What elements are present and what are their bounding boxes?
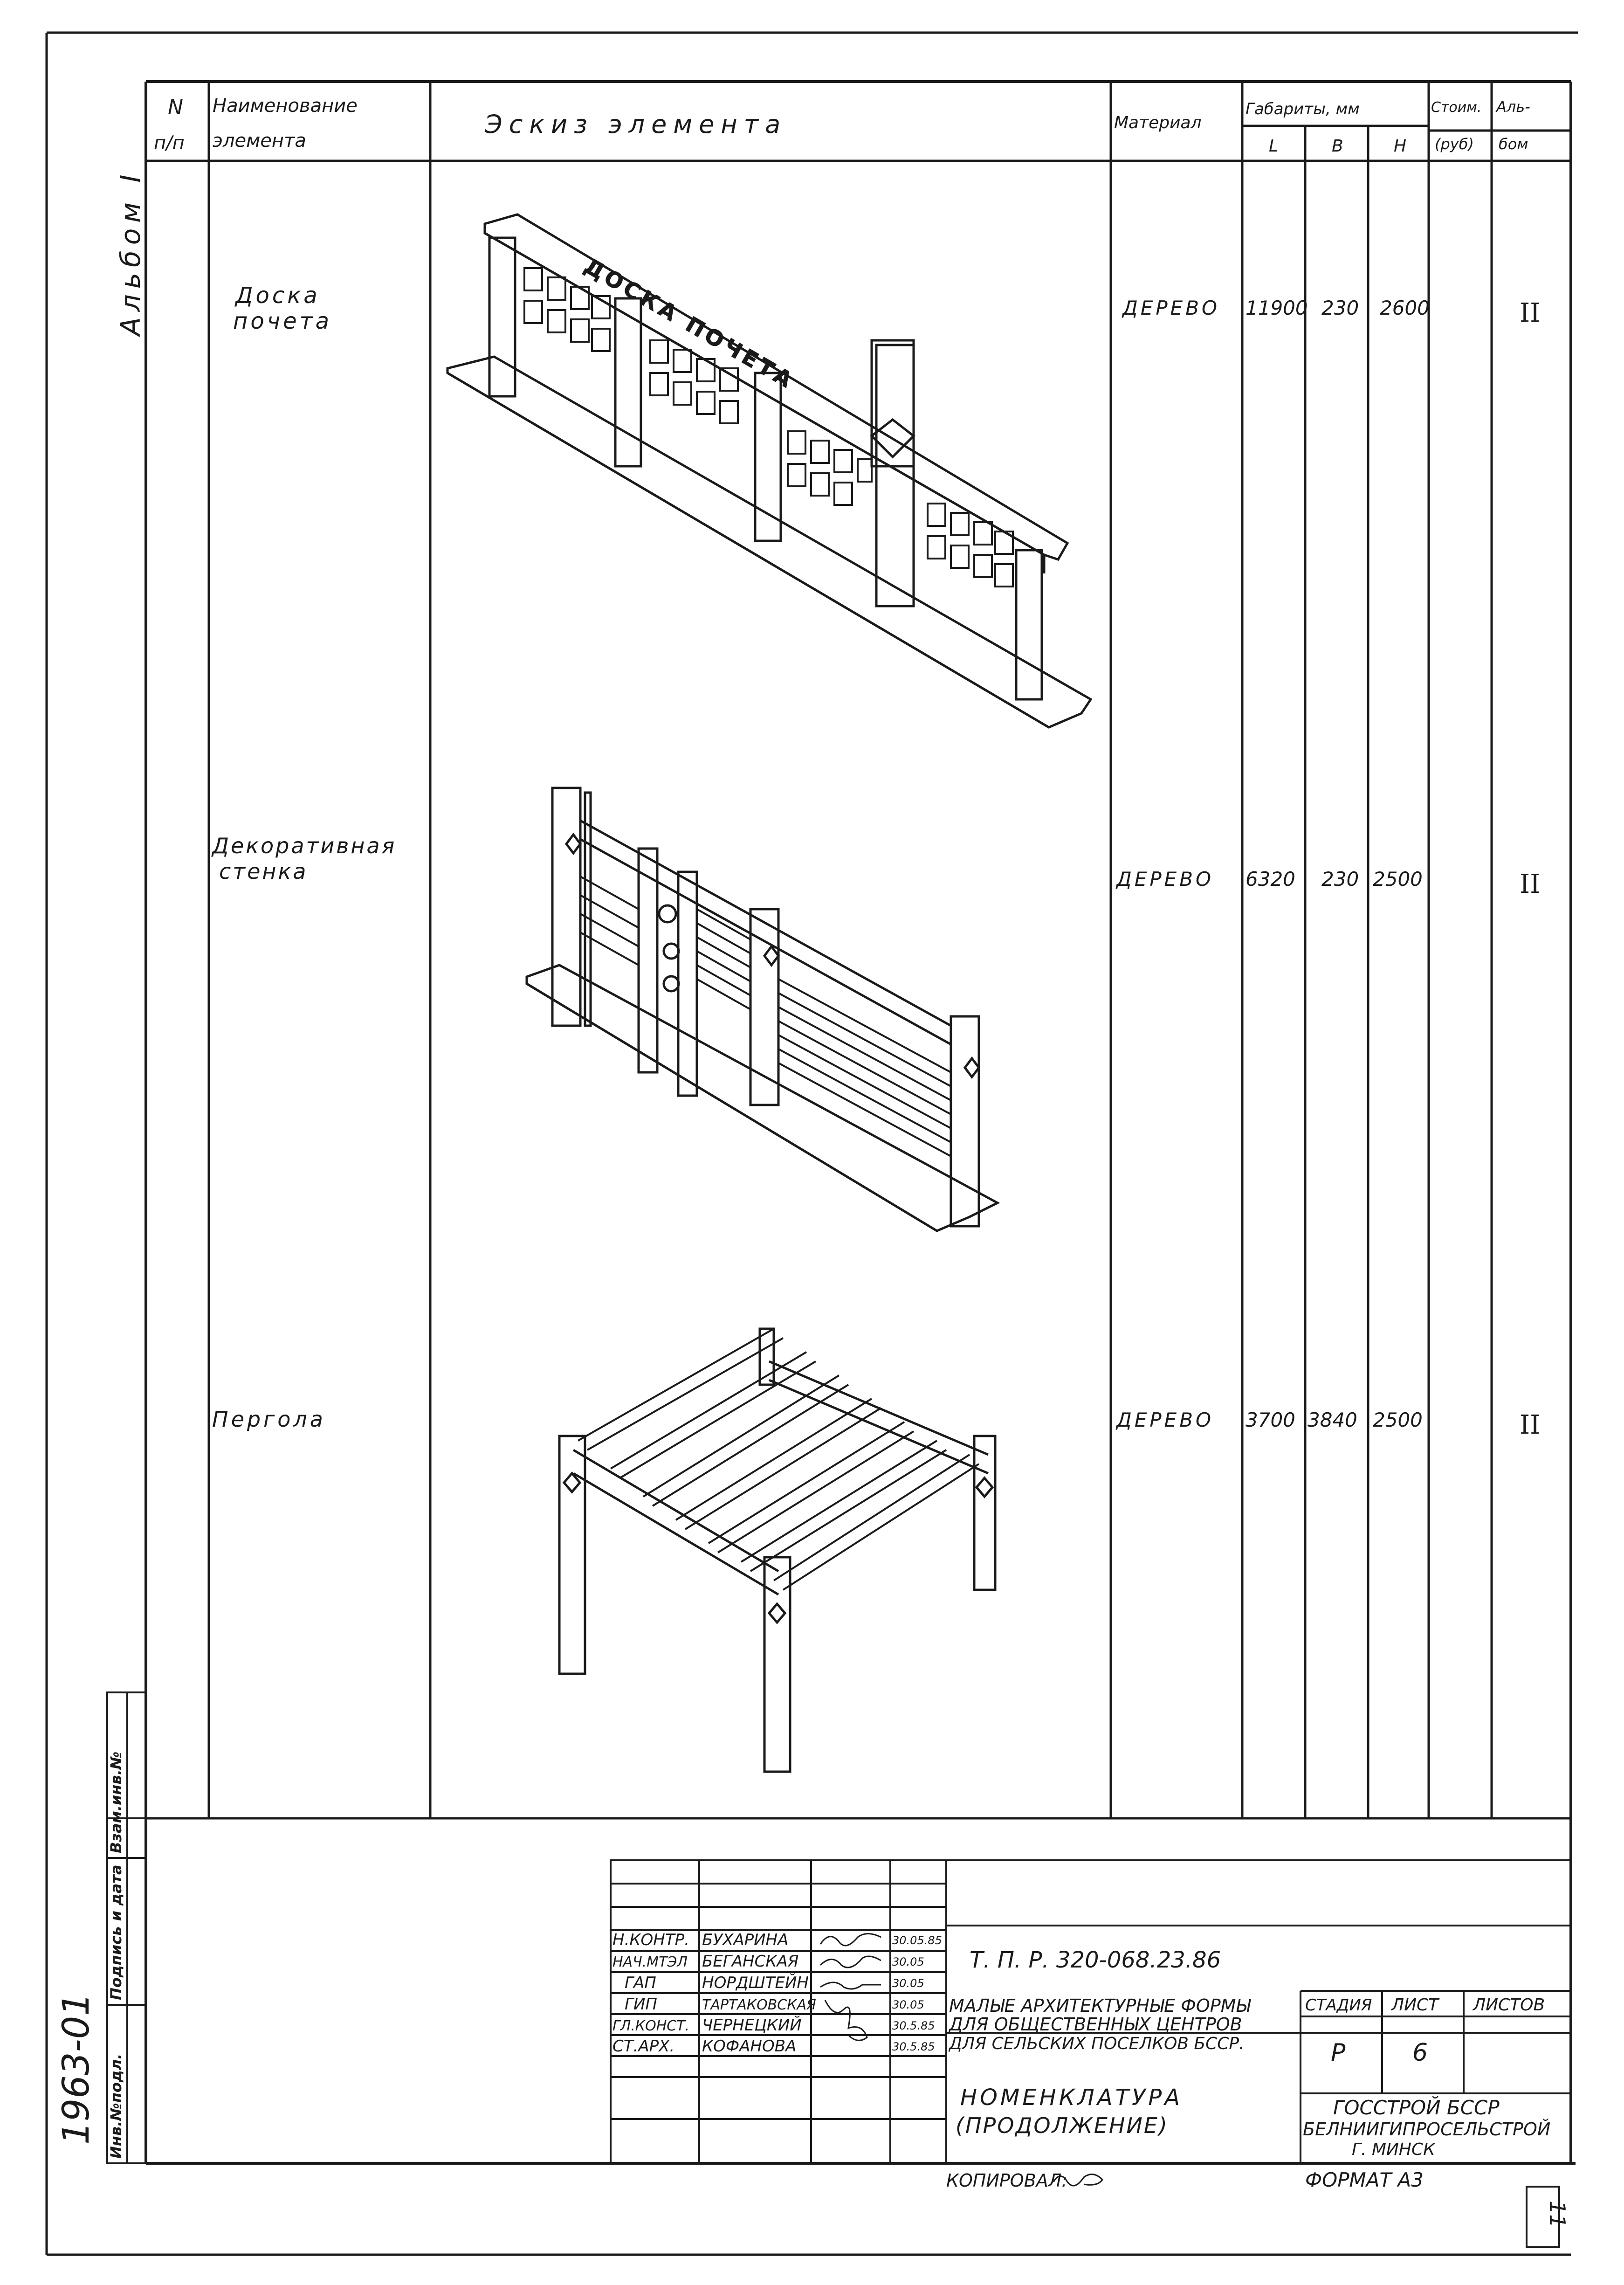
sign-date: 30.05 xyxy=(892,1955,924,1968)
header-cost-sub: (руб) xyxy=(1435,135,1474,153)
copied-by-label: КОПИРОВАЛ: xyxy=(946,2170,1067,2191)
stage-label: СТАДИЯ xyxy=(1305,1996,1372,2015)
header-album-sub: бом xyxy=(1499,135,1528,153)
project-title-line1: МАЛЫЕ АРХИТЕКТУРНЫЕ ФОРМЫ xyxy=(949,1995,1251,2016)
pergola-sketch xyxy=(558,1327,997,1773)
row2-name: Декоративная xyxy=(211,833,396,858)
header-album: Аль- xyxy=(1495,98,1530,116)
sign-name: НОРДШТЕЙН xyxy=(702,1973,809,1992)
row2-album: II xyxy=(1520,869,1540,899)
sign-role: Н.КОНТР. xyxy=(612,1931,689,1949)
decorative-wall-sketch xyxy=(525,787,1000,1232)
honor-board-sketch xyxy=(446,213,1093,729)
sign-name: БЕГАНСКАЯ xyxy=(702,1952,798,1971)
table-header: N п/п Наименование элемента Эскиз элемен… xyxy=(154,95,1530,156)
row2-material: ДЕРЕВО xyxy=(1115,868,1214,891)
sheet-label: ЛИСТ xyxy=(1390,1995,1440,2015)
copied-by-signature xyxy=(1053,2174,1103,2187)
row1-b: 230 xyxy=(1321,297,1359,319)
project-title-line3: ДЛЯ СЕЛЬСКИХ ПОСЕЛКОВ БССР. xyxy=(948,2034,1245,2053)
title-block xyxy=(610,1859,1572,2164)
table-grid xyxy=(146,82,1571,1820)
page-number-box xyxy=(1526,2186,1560,2248)
row1-album: II xyxy=(1520,298,1540,328)
signature-scribbles xyxy=(819,1933,881,2041)
header-num: N xyxy=(168,96,183,119)
sign-role: НАЧ.МТЭЛ xyxy=(612,1954,688,1970)
format-label: ФОРМАТ А3 xyxy=(1305,2168,1424,2191)
row3-l: 3700 xyxy=(1246,1408,1295,1431)
stamp-number: 1963-01 xyxy=(55,1993,97,2145)
row3-album: II xyxy=(1520,1410,1540,1440)
signature-table: Н.КОНТР. БУХАРИНА 30.05.85 НАЧ.МТЭЛ БЕГА… xyxy=(612,1931,942,2056)
header-material: Материал xyxy=(1114,113,1202,132)
sign-role: ГЛ.КОНСТ. xyxy=(612,2018,689,2034)
row1-material: ДЕРЕВО xyxy=(1122,297,1220,319)
page-number: 11 xyxy=(1545,2201,1570,2228)
header-num-sub: п/п xyxy=(154,132,185,154)
sign-date: 30.05 xyxy=(892,1998,924,2011)
sign-date: 30.5.85 xyxy=(892,2040,935,2053)
organization-line1: ГОССТРОЙ БССР xyxy=(1333,2096,1500,2119)
stamp-label-signature: Подпись и дата xyxy=(107,1864,125,2000)
row2-l: 6320 xyxy=(1246,868,1295,891)
row3-material: ДЕРЕВО xyxy=(1115,1408,1214,1431)
sign-date: 30.05 xyxy=(892,1977,924,1990)
header-name: Наименование xyxy=(213,95,358,117)
document-title-line2: (ПРОДОЛЖЕНИЕ) xyxy=(956,2113,1169,2138)
album-side-label: Альбом I xyxy=(115,169,146,338)
sign-role: ГИП xyxy=(625,1995,657,2014)
row2-b: 230 xyxy=(1321,868,1359,891)
row3-h: 2500 xyxy=(1373,1408,1423,1431)
row2-name-sub: стенка xyxy=(219,859,308,884)
header-cost: Стоим. xyxy=(1431,99,1481,116)
header-name-sub: элемента xyxy=(213,130,306,152)
sign-role: СТ.АРХ. xyxy=(612,2037,674,2056)
sign-name: ТАРТАКОВСКАЯ xyxy=(702,1997,816,2013)
row1-name: Доска xyxy=(234,283,320,309)
header-dim-h: H xyxy=(1394,137,1406,156)
header-dim-l: L xyxy=(1269,137,1278,156)
sign-date: 30.05.85 xyxy=(892,1934,942,1947)
row1-h: 2600 xyxy=(1380,297,1430,319)
sign-date: 30.5.85 xyxy=(892,2019,935,2032)
inventory-stamp xyxy=(106,1691,147,2164)
table-row: Пергола ДЕРЕВО 3700 3840 2500 II xyxy=(212,1327,1540,1773)
row3-b: 3840 xyxy=(1307,1408,1357,1431)
sign-name: БУХАРИНА xyxy=(702,1931,788,1949)
organization-line3: Г. МИНСК xyxy=(1352,2140,1436,2159)
row1-l: 11900 xyxy=(1246,297,1308,319)
sheets-label: ЛИСТОВ xyxy=(1472,1995,1545,2015)
row2-h: 2500 xyxy=(1373,868,1423,891)
stamp-label-replaced: Взам.инв.№ xyxy=(107,1752,125,1853)
row3-name: Пергола xyxy=(212,1407,326,1432)
organization-line2: БЕЛНИИГИПРОСЕЛЬСТРОЙ xyxy=(1303,2119,1550,2140)
sign-name: ЧЕРНЕЦКИЙ xyxy=(702,2016,802,2035)
sheet-value: 6 xyxy=(1412,2039,1428,2067)
sign-name: КОФАНОВА xyxy=(702,2037,796,2056)
sheet-frame xyxy=(45,31,1578,2256)
project-title-line2: ДЛЯ ОБЩЕСТВЕННЫХ ЦЕНТРОВ xyxy=(948,2014,1242,2035)
document-title-line1: НОМЕНКЛАТУРА xyxy=(960,2085,1183,2111)
sign-role: ГАП xyxy=(625,1974,656,1992)
header-dims: Габариты, мм xyxy=(1246,100,1360,118)
row1-name-sub: почета xyxy=(233,308,332,334)
header-dim-b: B xyxy=(1332,137,1343,156)
document-code: Т. П. Р. 320-068.23.86 xyxy=(970,1947,1221,1973)
header-sketch: Эскиз элемента xyxy=(484,110,787,139)
stage-value: Р xyxy=(1331,2039,1346,2067)
stamp-label-inventory: Инв.№подл. xyxy=(107,2054,125,2159)
table-row: Декоративная стенка ДЕРЕВО 6320 230 2500… xyxy=(211,787,1540,1232)
